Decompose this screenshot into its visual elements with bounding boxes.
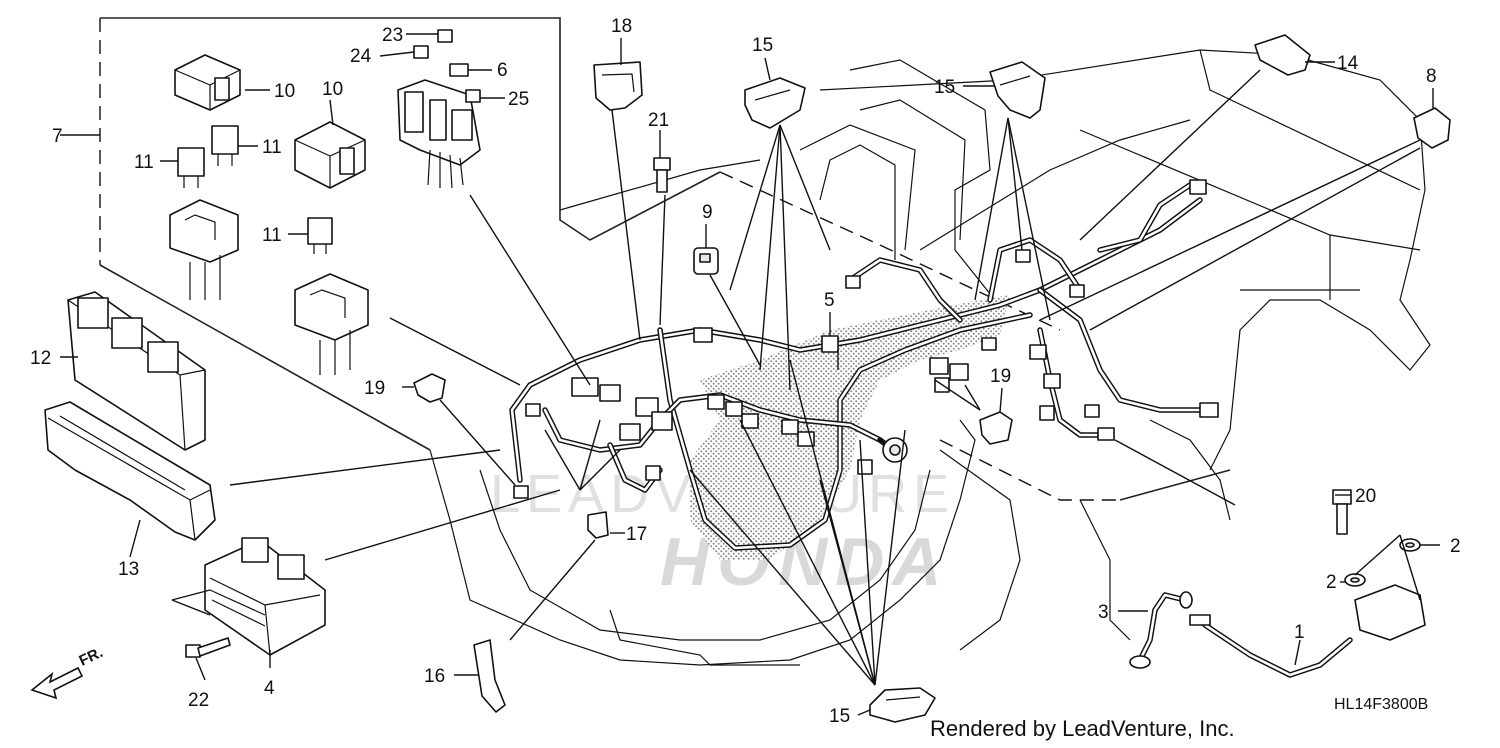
callout-23: 23 <box>382 25 403 46</box>
clip-part-8 <box>1413 107 1451 149</box>
hose-part-3 <box>1129 591 1193 669</box>
clip-part-15a <box>744 77 806 129</box>
callout-3: 3 <box>1098 602 1109 623</box>
leader-lines <box>60 33 1440 716</box>
relay-part-11c <box>307 217 333 254</box>
callout-17: 17 <box>626 524 647 545</box>
callout-5: 5 <box>824 290 835 311</box>
callout-2: 2 <box>1326 572 1337 593</box>
callout-6: 6 <box>497 60 508 81</box>
callout-10: 10 <box>274 81 295 102</box>
callout-16: 16 <box>424 666 445 687</box>
callout-21: 21 <box>648 110 669 131</box>
callout-24: 24 <box>350 46 372 67</box>
callout-7: 7 <box>52 126 63 147</box>
callout-12: 12 <box>30 348 51 369</box>
callout-14: 14 <box>1337 53 1359 74</box>
bolt-part-20 <box>1332 489 1352 535</box>
callout-18: 18 <box>611 16 632 37</box>
frame-lines <box>99 17 1231 501</box>
regulator-part-4 <box>204 537 326 656</box>
fuse-part-25 <box>465 89 481 103</box>
callout-15: 15 <box>829 706 850 727</box>
diagram-code: HL14F3800B <box>1334 696 1429 713</box>
fuse-part-6 <box>449 63 469 77</box>
clip-part-19a <box>413 373 446 403</box>
callout-10: 10 <box>322 79 343 100</box>
relay-socket-left <box>169 199 239 300</box>
relay-box-part-10a <box>174 54 241 111</box>
relay-part-11a <box>177 147 205 188</box>
direction-label: FR. <box>77 644 106 670</box>
callout-15: 15 <box>934 77 955 98</box>
callout-15: 15 <box>752 35 773 56</box>
fuse-part-24 <box>413 45 429 59</box>
washer-part-2b <box>1344 573 1366 587</box>
bolt-part-21 <box>653 157 671 193</box>
ecu-part-12 <box>67 291 206 451</box>
connector-part-5 <box>821 335 839 353</box>
callout-19: 19 <box>364 378 385 399</box>
bolt-part-22 <box>185 637 231 658</box>
main-wire-harness <box>509 179 1219 560</box>
band-part-14 <box>1254 34 1311 76</box>
clip-part-15c <box>869 687 936 723</box>
clip-part-19b <box>979 411 1013 445</box>
module-part-13 <box>44 401 216 541</box>
callout-1: 1 <box>1294 622 1305 643</box>
callout-25: 25 <box>508 89 529 110</box>
clip-part-17 <box>587 511 609 539</box>
callout-4: 4 <box>264 678 275 699</box>
callout-19: 19 <box>990 366 1011 387</box>
solenoid-part-1 <box>1189 584 1426 678</box>
clamp-part-18 <box>593 61 643 111</box>
callout-13: 13 <box>118 559 139 580</box>
fuse-part-23 <box>437 29 453 43</box>
callout-8: 8 <box>1426 66 1437 87</box>
callout-11: 11 <box>262 137 282 158</box>
clip-part-15b <box>989 61 1046 119</box>
front-direction-arrow-icon: FR. <box>30 644 106 700</box>
fuse-box <box>397 79 481 189</box>
relay-socket-right <box>294 273 369 375</box>
connector-part-9 <box>693 247 719 275</box>
callout-22: 22 <box>188 690 209 711</box>
callout-labels: 1 2 2 3 4 5 6 7 8 9 10 10 11 11 11 12 13… <box>30 16 1461 727</box>
callout-20: 20 <box>1355 486 1376 507</box>
band-part-16 <box>473 639 506 713</box>
relay-box-part-10b <box>294 121 366 189</box>
callout-11: 11 <box>262 225 282 246</box>
credit-text: Rendered by LeadVenture, Inc. <box>930 716 1235 741</box>
callout-11: 11 <box>134 152 154 173</box>
callout-9: 9 <box>702 202 713 223</box>
callout-2: 2 <box>1450 536 1461 557</box>
relay-part-11b <box>211 125 239 166</box>
